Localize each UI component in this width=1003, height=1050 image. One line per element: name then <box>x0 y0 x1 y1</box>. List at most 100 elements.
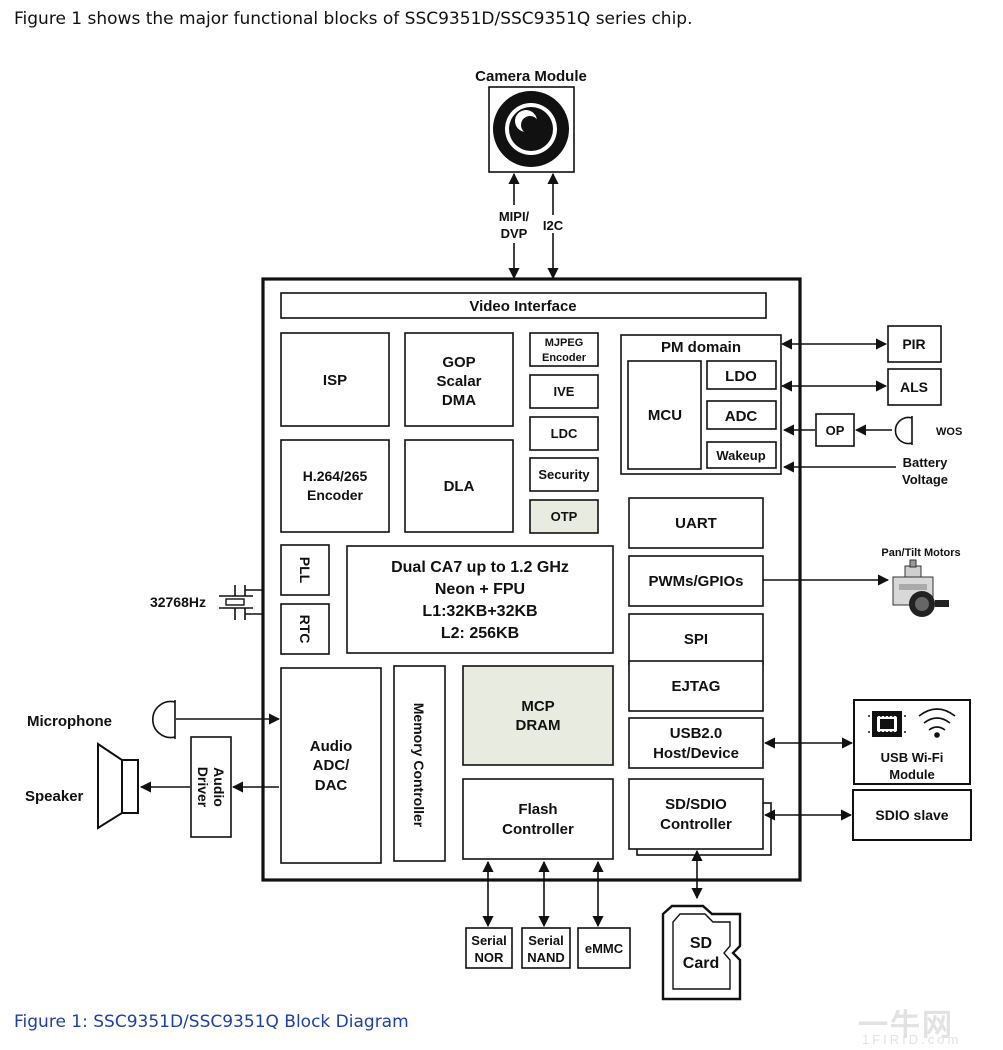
audio-driver-label-2: Driver <box>195 767 211 808</box>
pir-label: PIR <box>902 336 925 352</box>
intro-text: Figure 1 shows the major functional bloc… <box>14 9 693 29</box>
sdio-controller-label-2: Controller <box>660 816 732 833</box>
isp-label: ISP <box>323 372 347 389</box>
audio-label-1: Audio <box>310 738 353 755</box>
als-label: ALS <box>900 379 928 395</box>
motor-icon <box>892 559 949 617</box>
flash-controller-block <box>462 778 614 860</box>
wakeup-block <box>706 441 777 469</box>
pwm-gpio-label: PWMs/GPIOs <box>648 573 743 590</box>
audio-adc-dac-block <box>280 667 382 864</box>
adc-block <box>706 400 777 430</box>
pll-block <box>280 544 330 596</box>
gop-label-1: GOP <box>442 354 475 371</box>
security-block <box>529 457 599 492</box>
sd-card-icon <box>661 904 742 1001</box>
ejtag-block <box>628 660 764 712</box>
pm-domain-label: PM domain <box>661 339 741 356</box>
adc-label: ADC <box>725 408 758 425</box>
mcp-label-1: MCP <box>521 698 554 715</box>
flash-label-1: Flash <box>518 801 557 818</box>
uart-block <box>628 497 764 549</box>
mcu-block <box>627 360 702 470</box>
crystal-label: 32768Hz <box>150 594 206 610</box>
rtc-block <box>280 603 330 655</box>
video-interface-block <box>280 292 767 319</box>
ldo-label: LDO <box>725 368 757 385</box>
camera-icon <box>488 86 575 173</box>
sd-card-label-2: Card <box>683 955 719 972</box>
usb-block <box>628 717 764 769</box>
watermark: 一牛网 <box>858 1009 954 1042</box>
usb-wifi-label-1: USB Wi-Fi <box>881 750 944 765</box>
figure-caption: Figure 1: SSC9351D/SSC9351Q Block Diagra… <box>14 1012 409 1032</box>
op-label: OP <box>826 423 845 438</box>
battery-label-2: Voltage <box>902 472 948 487</box>
spi-block <box>628 613 764 665</box>
emmc-label: eMMC <box>585 941 624 956</box>
serial-nand-label-2: NAND <box>527 950 565 965</box>
h264-encoder-block <box>280 439 390 533</box>
ldc-block <box>529 416 599 451</box>
sdio-controller-block <box>628 778 764 850</box>
serial-nand-label-1: Serial <box>528 933 563 948</box>
sdio-slave-block <box>852 789 972 841</box>
chip-icon <box>868 711 906 737</box>
mjpeg-block <box>529 332 599 367</box>
wos-label: WOS <box>936 426 962 438</box>
wos-sensor-icon <box>894 416 913 445</box>
cpu-label-4: L2: 256KB <box>441 625 519 642</box>
i2c-label: I2C <box>543 218 564 233</box>
op-block <box>815 413 855 447</box>
usb-label-2: Host/Device <box>653 745 739 762</box>
audio-driver-block <box>190 736 232 838</box>
sdio-slave-label: SDIO slave <box>875 807 948 823</box>
cpu-label-1: Dual CA7 up to 1.2 GHz <box>391 559 569 576</box>
wakeup-label: Wakeup <box>716 448 765 463</box>
spi-label: SPI <box>684 631 708 648</box>
otp-label: OTP <box>551 509 578 524</box>
emmc-block <box>577 927 631 969</box>
ive-block <box>529 374 599 409</box>
usb-wifi-label-2: Module <box>889 767 935 782</box>
ive-label: IVE <box>554 384 575 399</box>
ejtag-label: EJTAG <box>672 678 721 695</box>
memory-controller-label: Memory Controller <box>411 703 427 828</box>
video-interface-label: Video Interface <box>469 298 576 315</box>
h264-label-2: Encoder <box>307 487 364 503</box>
speaker-label: Speaker <box>25 788 84 805</box>
sd-card-label-1: SD <box>690 935 712 952</box>
serial-nor-block <box>465 927 513 969</box>
dla-block <box>404 439 514 533</box>
microphone-label: Microphone <box>27 713 112 730</box>
audio-driver-label-1: Audio <box>211 767 227 807</box>
serial-nor-label-1: Serial <box>471 933 506 948</box>
speaker-icon <box>97 742 139 830</box>
mcp-dram-block <box>462 665 614 766</box>
gop-label-2: Scalar <box>436 373 481 390</box>
mcu-label: MCU <box>648 407 682 424</box>
watermark-sub: 1FIRID.com <box>862 1032 962 1047</box>
h264-label-1: H.264/265 <box>303 468 368 484</box>
mcp-label-2: DRAM <box>516 717 561 734</box>
crystal-icon <box>219 585 263 620</box>
memory-controller-block <box>393 665 446 862</box>
wifi-icon <box>918 708 956 738</box>
audio-label-3: DAC <box>315 777 348 794</box>
cpu-block <box>346 545 614 654</box>
gop-block <box>404 332 514 427</box>
pwm-gpio-block <box>628 555 764 607</box>
usb-label-1: USB2.0 <box>670 725 723 742</box>
pan-tilt-label: Pan/Tilt Motors <box>881 547 960 559</box>
serial-nor-label-2: NOR <box>475 950 505 965</box>
mipi-label: MIPI/ <box>499 209 530 224</box>
uart-label: UART <box>675 515 717 532</box>
camera-module-label: Camera Module <box>475 68 587 85</box>
microphone-icon <box>152 700 176 739</box>
rtc-label: RTC <box>297 615 313 644</box>
battery-label-1: Battery <box>903 455 949 470</box>
security-label: Security <box>538 467 590 482</box>
gop-label-3: DMA <box>442 392 476 409</box>
als-block <box>887 368 942 406</box>
